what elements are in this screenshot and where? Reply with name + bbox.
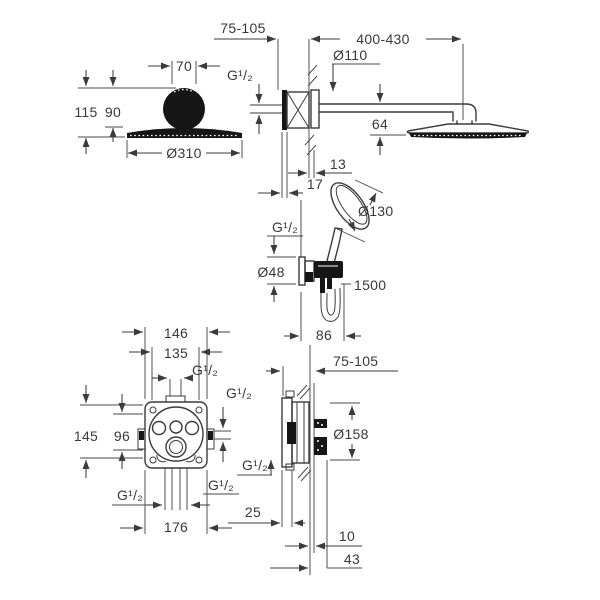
view-wall-union-side: 75-105 G¹/₂ 13 17 (214, 20, 352, 198)
dim-hose-length-label: 1500 (354, 277, 386, 293)
union-escutcheon (282, 90, 287, 130)
view-overhead-shower-front: 70 115 90 Ø310 (74, 58, 243, 161)
stub-dot (317, 440, 319, 442)
dim-union-thread-label: G¹/₂ (227, 67, 253, 83)
dim-escutcheon-diameter-label: Ø110 (333, 47, 367, 63)
supply-pipe (250, 104, 282, 114)
right-side-port (208, 431, 213, 440)
button-center (169, 420, 183, 434)
stub-dot (321, 424, 323, 426)
dim-box-inner-height-label: 96 (114, 428, 130, 444)
dim-finish-offset-label: 13 (330, 156, 346, 172)
dim-trim-depth-label: 25 (245, 504, 261, 520)
valve-face-circle (148, 406, 204, 462)
corner-screw (149, 406, 157, 414)
thermostat-dial-outer (165, 436, 187, 458)
hose-cone (327, 278, 332, 289)
view-mixer-rough-in-side: 75-105 Ø158 G¹/₂ 25 10 43 (228, 345, 398, 575)
thermostat-dial-inner (169, 440, 183, 454)
corner-screw (195, 456, 203, 464)
dim-plate-diameter-label: Ø158 (333, 426, 368, 442)
dim-box-depth-label: 43 (344, 551, 360, 567)
button-right (184, 420, 200, 436)
lower-stub (314, 437, 327, 455)
dim-box-outer-height-label: 145 (74, 428, 98, 444)
dim-arrow (368, 192, 377, 206)
right-side-tab (206, 428, 215, 450)
wall-hatching (296, 384, 312, 482)
shower-ball-joint (163, 88, 205, 130)
bottom-fitting (285, 463, 295, 471)
dim-head-top-width-label: 70 (176, 58, 192, 74)
corner-screw (149, 456, 157, 464)
head-side-top (406, 123, 530, 134)
dim-bottom-left-thread-label: G¹/₂ (117, 487, 143, 503)
dim-head-drop-label: 64 (372, 116, 388, 132)
hand-shower-handle (326, 227, 343, 264)
union-cross-brace (286, 91, 310, 129)
dim-side-thread-label: G¹/₂ (242, 457, 268, 473)
dim-finish-thickness-label: 10 (339, 528, 355, 544)
upper-stub (314, 419, 327, 428)
corner-screw (195, 406, 203, 414)
wall-hatching (304, 64, 318, 156)
dim-box-inner-width-label: 135 (164, 345, 188, 361)
view-hand-shower-holder: Ø130 G¹/₂ Ø48 1500 86 (257, 179, 393, 343)
dim-head-ball-height-label: 90 (105, 104, 121, 120)
bottom-port-arcs (156, 454, 196, 463)
dim-outlet-diameter-label: Ø48 (257, 264, 284, 280)
dim-bottom-right-thread-label: G¹/₂ (208, 477, 234, 493)
extension-lines (332, 44, 464, 136)
dim-outlet-thread-label: G¹/₂ (272, 219, 298, 235)
head-side-spray-band (409, 133, 527, 139)
dim-right-thread-label: G¹/₂ (226, 385, 252, 401)
view-mixer-rough-in-front: 146 135 G¹/₂ G¹/₂ 145 96 G¹/₂ G¹/₂ 176 (74, 325, 252, 535)
stub-dot (321, 445, 323, 447)
union-body (286, 91, 310, 129)
cartridge-blob (287, 422, 296, 444)
dim-union-depth-range-label: 75-105 (220, 20, 265, 36)
top-fitting (285, 390, 295, 398)
shower-holder (314, 261, 343, 278)
dim-holder-depth-label: 86 (316, 327, 332, 343)
shower-head-silhouette (127, 128, 242, 138)
stub-dot (317, 422, 319, 424)
extension-lines (80, 327, 239, 534)
dim-box-outer-width-label: 146 (164, 325, 188, 341)
arm-escutcheon (310, 89, 320, 129)
shower-arm (318, 103, 477, 125)
button-left (151, 420, 167, 436)
top-connection-stub (165, 395, 186, 403)
left-side-tab (137, 428, 146, 450)
wall-outlet-flange (298, 256, 306, 286)
view-shower-arm-side: 400-430 Ø110 64 (310, 31, 530, 155)
stub-dot (317, 449, 319, 451)
extension-lines (267, 179, 384, 341)
outlet-nipple (305, 272, 313, 282)
left-side-port (139, 431, 144, 440)
shower-hose (320, 287, 341, 322)
hose-connector (320, 278, 325, 293)
dim-plate-depth-label: 17 (307, 176, 323, 192)
dim-top-thread-label: G¹/₂ (192, 362, 218, 378)
dim-head-total-height-label: 115 (74, 104, 97, 120)
dim-valve-depth-range-label: 75-105 (333, 353, 378, 369)
behind-wall-stubs (314, 419, 327, 455)
extension-lines (78, 61, 243, 158)
hand-shower-head (330, 182, 370, 230)
dim-arm-length-range-label: 400-430 (356, 31, 409, 47)
dim-head-diameter-label: Ø310 (166, 145, 201, 161)
rough-in-box (144, 401, 208, 469)
valve-body-detail (296, 402, 305, 463)
dim-arrow (347, 218, 356, 232)
extension-lines (237, 345, 362, 575)
dim-box-bottom-width-label: 176 (164, 519, 188, 535)
dim-hand-shower-diameter-label: Ø130 (358, 203, 393, 219)
